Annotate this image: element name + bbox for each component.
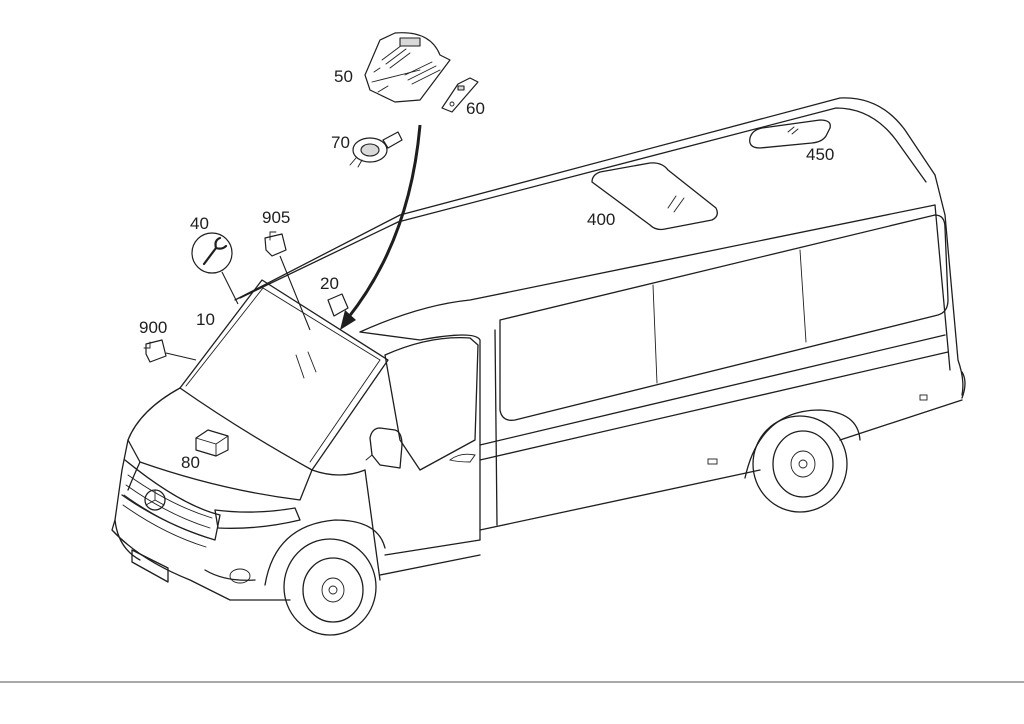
callout-20: 20 [320,274,339,293]
wrench-icon [191,232,239,305]
sticker-905 [264,231,311,331]
box-80 [195,429,229,457]
callout-40: 40 [190,214,209,233]
connector-bracket-60 [441,77,479,113]
callout-900: 900 [139,318,167,337]
callouts: 10 20 40 50 60 70 80 400 450 900 905 [139,67,834,472]
roof-hatch-450 [749,119,831,149]
sunroof-400 [591,162,718,231]
callout-400: 400 [587,210,615,229]
callout-60: 60 [466,99,485,118]
callout-50: 50 [334,67,353,86]
label-900 [143,339,197,363]
sensor-70 [349,131,403,168]
callout-450: 450 [806,145,834,164]
callout-905: 905 [262,208,290,227]
callout-10: 10 [196,310,215,329]
callout-70: 70 [331,133,350,152]
overhead-control-panel-50 [364,32,451,103]
pad-20 [327,293,349,317]
callout-80: 80 [181,453,200,472]
curved-arrow-icon [340,124,422,330]
van-body [111,97,966,636]
